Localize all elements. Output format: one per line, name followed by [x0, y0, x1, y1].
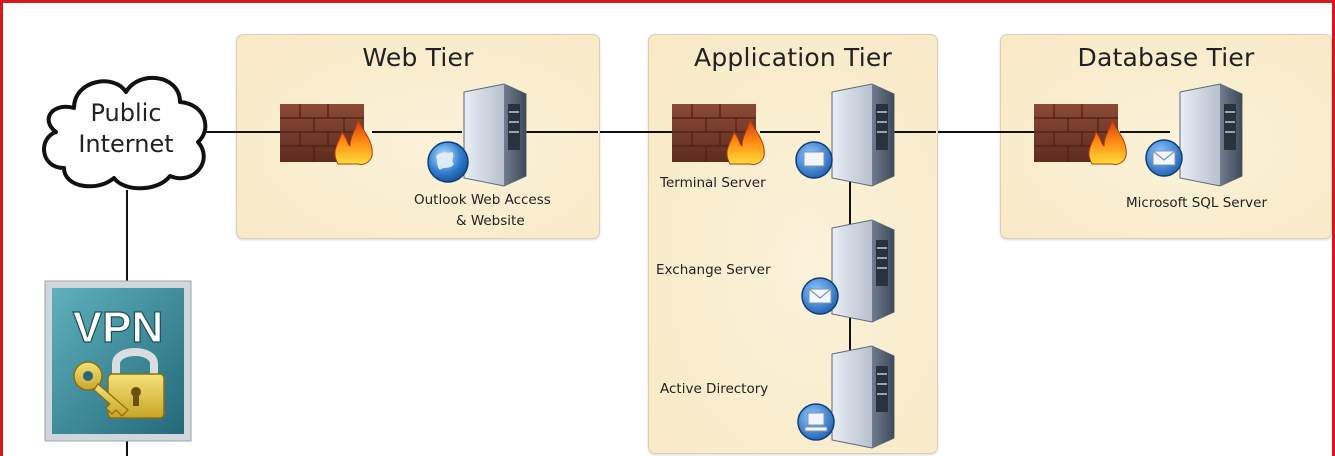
public-internet-label: Public Internet [38, 98, 214, 160]
exchange-server-label: Exchange Server [656, 262, 771, 278]
terminal-badge-icon [795, 141, 833, 179]
exchange-mail-icon [801, 277, 839, 315]
connector-app-inner-3 [890, 131, 936, 133]
web-firewall-icon [280, 104, 373, 165]
connector-web-inner-3 [525, 131, 598, 133]
web-server-icon [463, 83, 527, 187]
vpn-label: VPN [73, 303, 163, 352]
cloud-label-line-2: Internet [78, 130, 174, 158]
application-tier-title: Application Tier [694, 43, 892, 72]
terminal-server-label: Terminal Server [660, 175, 766, 191]
active-directory-badge-icon [797, 403, 835, 441]
exchange-server-icon [831, 219, 895, 323]
database-server-label: Microsoft SQL Server [1126, 195, 1268, 211]
connector-web-inner [236, 131, 294, 133]
connector-db-inner-2 [1120, 131, 1170, 133]
connector-app-inner [648, 131, 675, 133]
connector-app-inner-2 [760, 131, 820, 133]
connector-db-inner [1000, 131, 1040, 133]
vpn-icon: VPN [44, 280, 192, 442]
database-server-icon [1179, 83, 1243, 187]
terminal-server-icon [831, 83, 895, 187]
connector-web-app [525, 131, 675, 133]
public-internet-cloud-icon [42, 75, 208, 191]
app-firewall-icon [672, 104, 765, 165]
database-mail-icon [1145, 139, 1183, 177]
connector-internet-vpn [126, 190, 128, 285]
connector-web-inner-2 [372, 131, 462, 133]
web-server-label-line-1: Outlook Web Access [414, 192, 551, 208]
db-firewall-icon [1034, 104, 1127, 165]
connector-vpn-down [126, 440, 128, 456]
web-tier-title: Web Tier [362, 43, 474, 72]
active-directory-server-icon [831, 345, 895, 449]
connector-app-db [890, 131, 1040, 133]
active-directory-label: Active Directory [660, 381, 769, 397]
globe-icon [427, 141, 469, 183]
web-server-label-line-2: & Website [456, 213, 525, 229]
cloud-label-line-1: Public [90, 99, 162, 127]
database-tier-title: Database Tier [1077, 43, 1255, 72]
database-tier-panel: Database Tier [1000, 34, 1332, 239]
